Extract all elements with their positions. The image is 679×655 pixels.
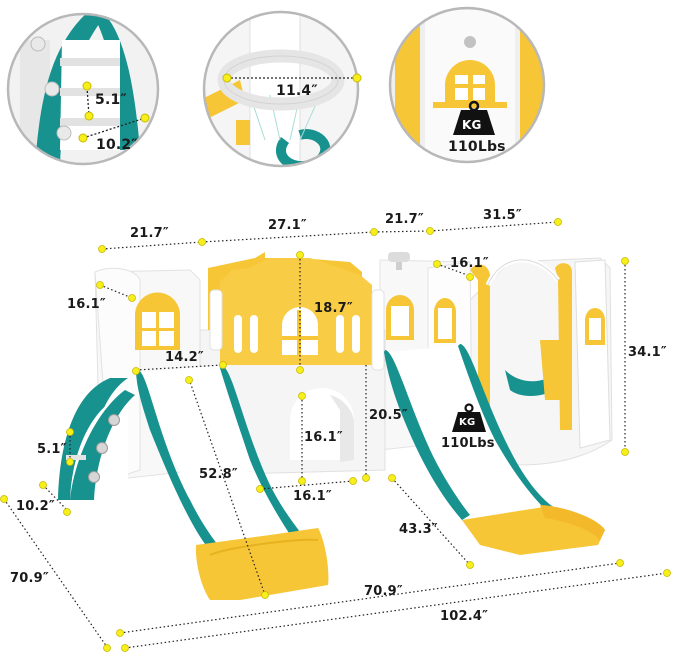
dim-top-center-width: 27.1″ — [268, 218, 307, 233]
dim-house-height: 18.7″ — [314, 301, 353, 316]
dim-right-slide-length: 43.3″ — [399, 522, 438, 537]
dim-slide-length: 52.8″ — [199, 467, 238, 482]
dim-step-depth: 10.2″ — [16, 499, 55, 514]
inset-capacity-label: 110Lbs — [448, 139, 506, 155]
dim-top-right-width: 21.7″ — [385, 212, 424, 227]
dim-overall-width: 102.4″ — [440, 609, 489, 624]
main-capacity-label: 110Lbs — [441, 436, 495, 451]
dim-top-left-width: 21.7″ — [130, 226, 169, 241]
inset-kg-text: KG — [462, 118, 482, 132]
dim-total-height: 34.1″ — [628, 345, 667, 360]
inset-step-height-label: 5.1″ — [95, 92, 127, 108]
kg-weight-icon — [453, 100, 495, 135]
inset-step-depth-label: 10.2″ — [96, 137, 138, 153]
dim-swing-width: 31.5″ — [483, 208, 522, 223]
dimension-dots — [0, 218, 671, 652]
dim-left-tower-depth: 16.1″ — [67, 297, 106, 312]
dim-front-width: 70.9″ — [364, 584, 403, 599]
dim-slide-width: 14.2″ — [165, 350, 204, 365]
dim-overall-depth: 70.9″ — [10, 571, 49, 586]
kg-weight-icon-main — [452, 403, 486, 432]
dim-right-panel-depth: 16.1″ — [450, 256, 489, 271]
dimension-lines — [3, 221, 668, 649]
inset-hoop-diameter-label: 11.4″ — [276, 83, 318, 99]
main-kg-text: KG — [459, 417, 476, 428]
dim-arch-width: 16.1″ — [293, 489, 332, 504]
dim-platform-height: 20.5″ — [369, 408, 408, 423]
main-playset — [58, 245, 613, 600]
dim-step-height: 5.1″ — [37, 442, 67, 457]
dim-arch-height: 16.1″ — [304, 430, 343, 445]
